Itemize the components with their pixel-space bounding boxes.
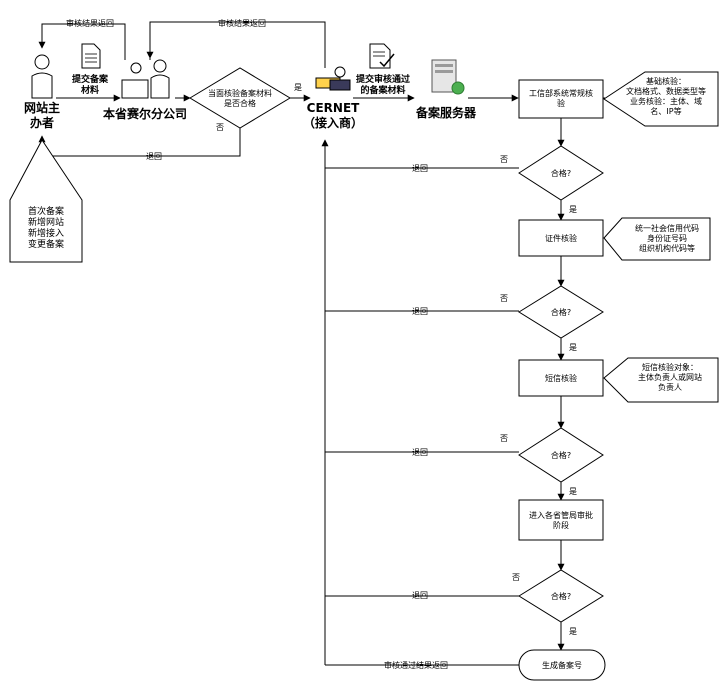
basic-check-note: [603, 71, 719, 127]
return-3-label: 退回: [412, 448, 428, 457]
decision-2: [518, 285, 604, 339]
applicant-label: 网站主办者: [24, 100, 60, 130]
decision-4-yes: 是: [569, 627, 577, 636]
decision-2-no: 否: [500, 294, 508, 303]
face-return-label: 退回: [146, 152, 162, 161]
cert-note-text: 统一社会信用代码身份证号码组织机构代码等: [635, 223, 699, 253]
decision-4-no: 否: [512, 573, 520, 582]
decision-3-label: 合格?: [551, 450, 571, 460]
return-4-label: 退回: [412, 591, 428, 600]
decision-1-yes: 是: [569, 205, 577, 214]
arrow-review-return-applicant: [38, 23, 126, 60]
document-icon: [81, 43, 101, 69]
return-2-label: 退回: [412, 307, 428, 316]
branch-label: 本省赛尔分公司: [103, 106, 187, 121]
decision-1-label: 合格?: [551, 168, 571, 178]
decision-1-no: 否: [500, 155, 508, 164]
decision-2-label: 合格?: [551, 307, 571, 317]
isp-label: CERNET（接入商）: [303, 101, 363, 130]
applicant-person-icon: [31, 54, 53, 99]
miit-check-box: [518, 79, 604, 119]
sms-check-box: [518, 359, 604, 397]
basic-check-note-text: 基础核验：文档格式、数据类型等业务核验：主体、域名、IP等: [626, 76, 706, 116]
face-check-no-label: 否: [216, 123, 224, 132]
decision-3-yes: 是: [569, 487, 577, 496]
server-icon: [431, 59, 465, 95]
generate-label: 生成备案号: [542, 660, 582, 670]
cert-note: [603, 217, 711, 261]
decision-1: [518, 145, 604, 201]
registration-types-note: [9, 139, 83, 263]
province-review-label: 进入各省管局审批阶段: [529, 510, 593, 530]
decision-3: [518, 427, 604, 483]
arrow-facecheck-return: [38, 128, 241, 157]
cert-check-box: [518, 219, 604, 257]
review-return-label-left: 审核结果返回: [66, 18, 114, 28]
decision-2-yes: 是: [569, 343, 577, 352]
branch-office-icon: [121, 59, 170, 99]
miit-check-label: 工信部系统常规核验: [529, 88, 593, 108]
sms-note: [603, 357, 719, 403]
approved-document-icon: [369, 43, 395, 69]
decision-4-label: 合格?: [551, 591, 571, 601]
server-label: 备案服务器: [415, 105, 477, 120]
face-check-diamond: [189, 67, 291, 129]
pass-return-label: 审核通过结果返回: [384, 660, 448, 670]
province-review-box: [518, 499, 604, 541]
isp-operator-icon: [315, 66, 351, 91]
submit-passed-label: 提交审核通过的备案材料: [356, 73, 410, 96]
sms-note-text: 短信核验对象：主体负责人或网站负责人: [638, 362, 702, 392]
connector-review-return-isp: [149, 21, 326, 68]
decision-4: [518, 569, 604, 623]
decision-3-no: 否: [500, 434, 508, 443]
review-return-label-right: 审核结果返回: [218, 18, 266, 28]
cert-check-label: 证件核验: [545, 233, 577, 243]
registration-types-text: 首次备案新增网站新增接入变更备案: [28, 205, 64, 250]
generate-terminal: [518, 649, 606, 681]
return-1-label: 退回: [412, 164, 428, 173]
submit-materials-label: 提交备案材料: [72, 73, 109, 96]
sms-check-label: 短信核验: [545, 373, 577, 383]
face-check-yes-label: 是: [294, 83, 302, 92]
face-check-label: 当面核验备案材料是否合格: [208, 88, 272, 108]
